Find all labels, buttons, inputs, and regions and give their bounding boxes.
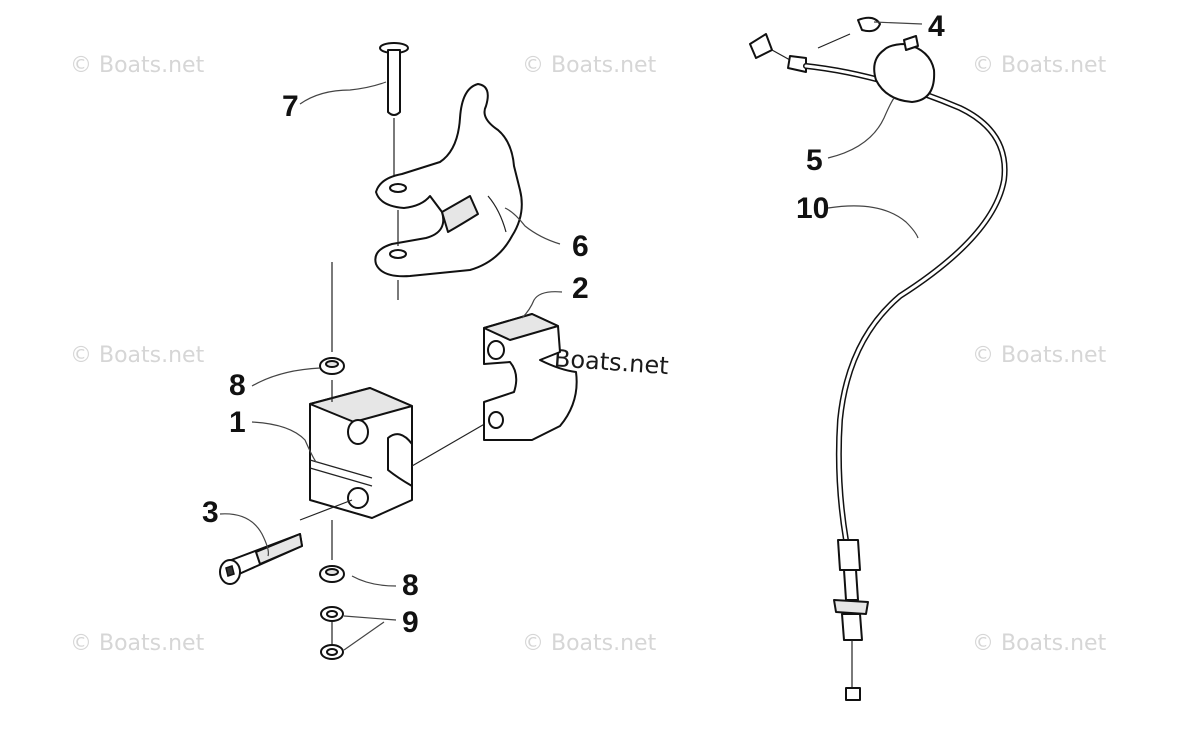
part-4-clip — [817, 16, 881, 49]
watermark: © Boats.net — [972, 631, 1107, 656]
watermark: © Boats.net — [70, 343, 205, 368]
part-3-bolt — [219, 533, 303, 585]
part-7-pin — [379, 42, 409, 180]
callout-2: 2 — [572, 272, 589, 305]
part-9-lock-washers — [320, 606, 344, 660]
watermark: © Boats.net — [972, 53, 1107, 78]
part-10-cable — [803, 63, 1008, 701]
callout-8-bottom: 8 — [402, 569, 419, 602]
callout-10: 10 — [796, 192, 829, 225]
watermark: © Boats.net — [522, 53, 657, 78]
watermark: © Boats.net — [70, 631, 205, 656]
watermark: © Boats.net — [70, 53, 205, 78]
callout-5: 5 — [806, 144, 823, 177]
cable-end-fitting — [749, 33, 807, 73]
callout-3: 3 — [202, 496, 219, 529]
callout-6: 6 — [572, 230, 589, 263]
watermark: © Boats.net — [522, 631, 657, 656]
callout-7: 7 — [282, 90, 299, 123]
part-5-cable-tie — [873, 35, 936, 103]
callout-9: 9 — [402, 606, 419, 639]
callout-8-top: 8 — [229, 369, 246, 402]
callout-1: 1 — [229, 406, 246, 439]
part-6-lever — [331, 83, 523, 352]
callout-4: 4 — [928, 10, 945, 43]
part-8-washer-bottom — [319, 565, 345, 583]
part-1-housing — [299, 380, 489, 560]
callout-numbers: 7 6 2 8 1 3 8 9 4 5 10 — [202, 10, 945, 639]
part-8-washer-top — [319, 357, 345, 375]
part-2-clamp — [483, 313, 578, 441]
leader-lines — [219, 21, 923, 651]
watermark: © Boats.net — [972, 343, 1107, 368]
